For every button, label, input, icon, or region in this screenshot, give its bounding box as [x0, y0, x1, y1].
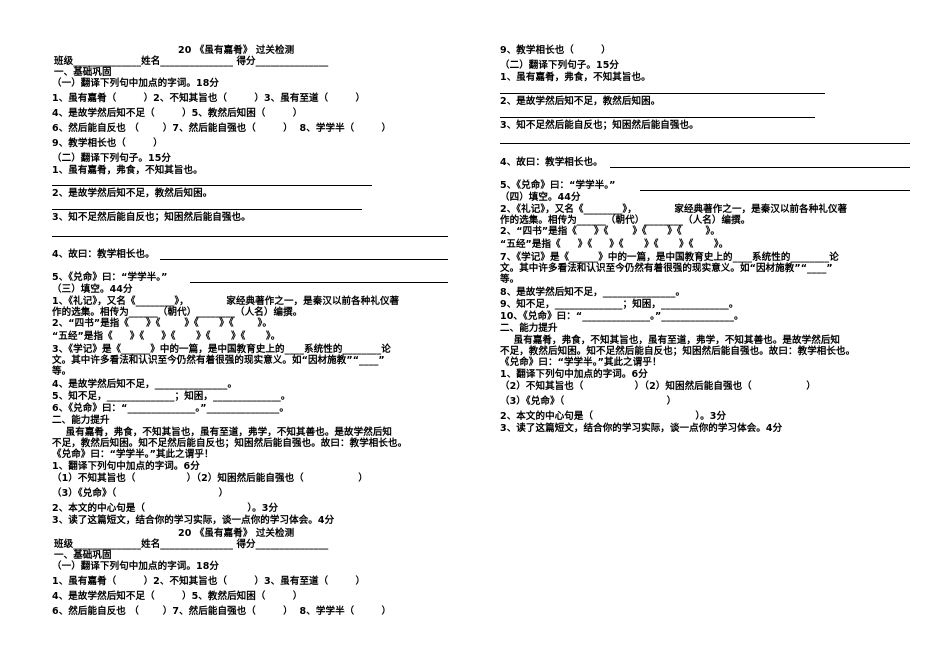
subsection-heading: （二）翻译下列句子。15分: [500, 60, 620, 71]
fill-blank-line: 3、《学记》是《______》中的一篇，是中国教育史上的____系统性的____…: [52, 344, 391, 355]
answer-line: [52, 236, 448, 237]
fill-blank-line: 8、是故学然后知不足，_______________。: [500, 287, 686, 298]
translation-question: 4、故曰：教学相长也。: [500, 157, 603, 168]
section-heading: 二、能力提升: [500, 323, 558, 334]
fill-blank-line: 5、知不足，______________；知困，______________。: [52, 391, 291, 402]
answer-line: [500, 93, 825, 94]
fill-blank-line: 等。: [52, 366, 72, 377]
translation-question: 5、《兑命》曰：“学学半。”: [52, 272, 168, 283]
translation-question: 2、是故学然后知不足，教然后知困。: [52, 188, 213, 199]
question-line: 9、教学相长也（ ）: [52, 138, 163, 149]
translation-question: 3、知不足然后能自反也；知困然后能自强也。: [500, 120, 699, 131]
fill-blank-line: 等。: [500, 274, 520, 285]
translation-question: 4、故曰：教学相长也。: [52, 249, 155, 260]
section-heading: 二、能力提升: [52, 415, 110, 426]
fill-blank-line: 10、《兑命》曰：“______________。”______________…: [500, 311, 744, 322]
fill-blank-line: 4、是故学然后知不足，_______________。: [52, 379, 238, 390]
fill-blank-line: “五经”是指《 》《 》《 》《 》《 》。: [52, 331, 281, 342]
question-line: 2、本文的中心句是（ ）。3分: [500, 411, 727, 422]
passage-line: 虽有嘉肴，弗食，不知其旨也，虽有至道，弗学，不知其善也。是故学然后知: [52, 427, 393, 438]
section-heading: 一、基础巩固: [54, 67, 112, 78]
passage-line: 《兑命》曰：“学学半。”其此之谓乎！: [500, 357, 662, 368]
fill-blank-line: 作的选集。相传为______（朝代）________（人名）编撰。: [52, 307, 303, 318]
passage-line: 虽有嘉肴，弗食，不知其旨也，虽有至道，弗学，不知其善也。是故学然后知: [500, 335, 841, 346]
question-line: 6、然后能自反也 （ ）7、然后能自强也（ ） 8、学学半（ ）: [52, 123, 392, 134]
fill-blank-line: 文。其中许多看法和认识至今仍然有着很强的现实意义。如“因材施教”“____”: [500, 263, 833, 274]
answer-line: [610, 167, 910, 168]
subsection-heading: （二）翻译下列句子。15分: [52, 153, 172, 164]
fill-blank-line: 9、知不足，______________；知困，______________。: [500, 299, 739, 310]
fill-blank-line: 2、“四书”是指《 》《 》《 》《 》。: [500, 226, 720, 237]
subsection-heading: （四）填空。44分: [500, 192, 581, 203]
question-line: 1、翻译下列句中加点的字词。6分: [500, 369, 648, 380]
answer-line: [500, 143, 910, 144]
question-line: 4、是故学然后知不足（ ）5、教然后知困（ ）: [52, 591, 303, 602]
translation-question: 1、虽有嘉肴，弗食，不知其旨也。: [500, 72, 651, 83]
fill-blank-line: “五经”是指《 》《 》《 》《 》《 》。: [500, 239, 729, 250]
translation-question: 1、虽有嘉肴，弗食，不知其旨也。: [52, 165, 203, 176]
answer-line: [52, 209, 362, 210]
subsection-heading: （三）填空。44分: [52, 284, 133, 295]
question-line: 6、然后能自反也 （ ）7、然后能自强也（ ） 8、学学半（ ）: [52, 606, 392, 617]
translation-question: 5、《兑命》曰：“学学半。”: [500, 180, 616, 191]
fill-blank-line: 作的选集。相传为______（朝代）________（人名）编撰。: [500, 215, 751, 226]
answer-line: [640, 190, 910, 191]
fill-blank-line: 2、“四书”是指《 》《 》《 》《 》。: [52, 318, 272, 329]
question-line: （3）《兑命》（ ）: [52, 488, 229, 499]
worksheet-title: 20 《虽有嘉肴》 过关检测: [178, 528, 295, 539]
section-heading: 一、基础巩固: [54, 550, 112, 561]
question-line: 9、教学相长也（ ）: [500, 45, 611, 56]
header-fields: 班级______________姓名_______________ 得分____…: [54, 56, 329, 67]
question-line: 1、虽有嘉肴（ ）2、不知其旨也（ ）3、虽有至道（ ）: [52, 93, 366, 104]
fill-blank-line: 1、《礼记》，又名《________》， 家经典著作之一，是秦汉以前各种礼仪著: [52, 296, 400, 307]
answer-line: [160, 259, 448, 260]
question-line: 2、本文的中心句是（ ）。3分: [52, 503, 279, 514]
question-line: 4、是故学然后知不足（ ）5、教然后知困（ ）: [52, 108, 303, 119]
answer-line: [500, 117, 815, 118]
answer-line: [190, 282, 448, 283]
header-fields: 班级______________姓名_______________ 得分____…: [54, 539, 329, 550]
translation-question: 3、知不足然后能自反也；知困然后能自强也。: [52, 212, 251, 223]
question-line: （1）不知其旨也（ ）（2）知困然后能自强也（ ）: [52, 473, 368, 484]
question-line: （3）《兑命》（ ）: [500, 396, 677, 407]
translation-question: 2、是故学然后知不足，教然后知困。: [500, 96, 661, 107]
passage-line: 不足，教然后知困。知不足然后能自反也；知困然后能自强也。故曰：教学相长也。: [500, 346, 856, 357]
fill-blank-line: 7、《学记》是《______》中的一篇，是中国教育史上的____系统性的____…: [500, 252, 839, 263]
passage-line: 不足，教然后知困。知不足然后能自反也；知困然后能自强也。故曰：教学相长也。: [52, 438, 408, 449]
subsection-heading: （一）翻译下列句中加点的字词。18分: [52, 561, 220, 572]
question-line: 1、虽有嘉肴（ ）2、不知其旨也（ ）3、虽有至道（ ）: [52, 576, 366, 587]
subsection-heading: （一）翻译下列句中加点的字词。18分: [52, 78, 220, 89]
fill-blank-line: 文。其中许多看法和认识至今仍然有着很强的现实意义。如“因材施教”“____”: [52, 355, 385, 366]
fill-blank-line: 2、《礼记》，又名《________》， 家经典著作之一，是秦汉以前各种礼仪著: [500, 204, 848, 215]
worksheet-title: 20 《虽有嘉肴》 过关检测: [178, 45, 295, 56]
question-line: 3、读了这篇短文，结合你的学习实际，谈一点你的学习体会。4分: [500, 423, 783, 434]
fill-blank-line: 6、《兑命》曰：“______________。”_______________…: [52, 403, 289, 414]
question-line: 3、读了这篇短文，结合你的学习实际，谈一点你的学习体会。4分: [52, 515, 335, 526]
question-line: 1、翻译下列句中加点的字词。6分: [52, 461, 200, 472]
question-line: （2）不知其旨也（ ）（2）知困然后能自强也（ ）: [500, 381, 816, 392]
passage-line: 《兑命》曰：“学学半。”其此之谓乎！: [52, 449, 214, 460]
answer-line: [52, 185, 372, 186]
